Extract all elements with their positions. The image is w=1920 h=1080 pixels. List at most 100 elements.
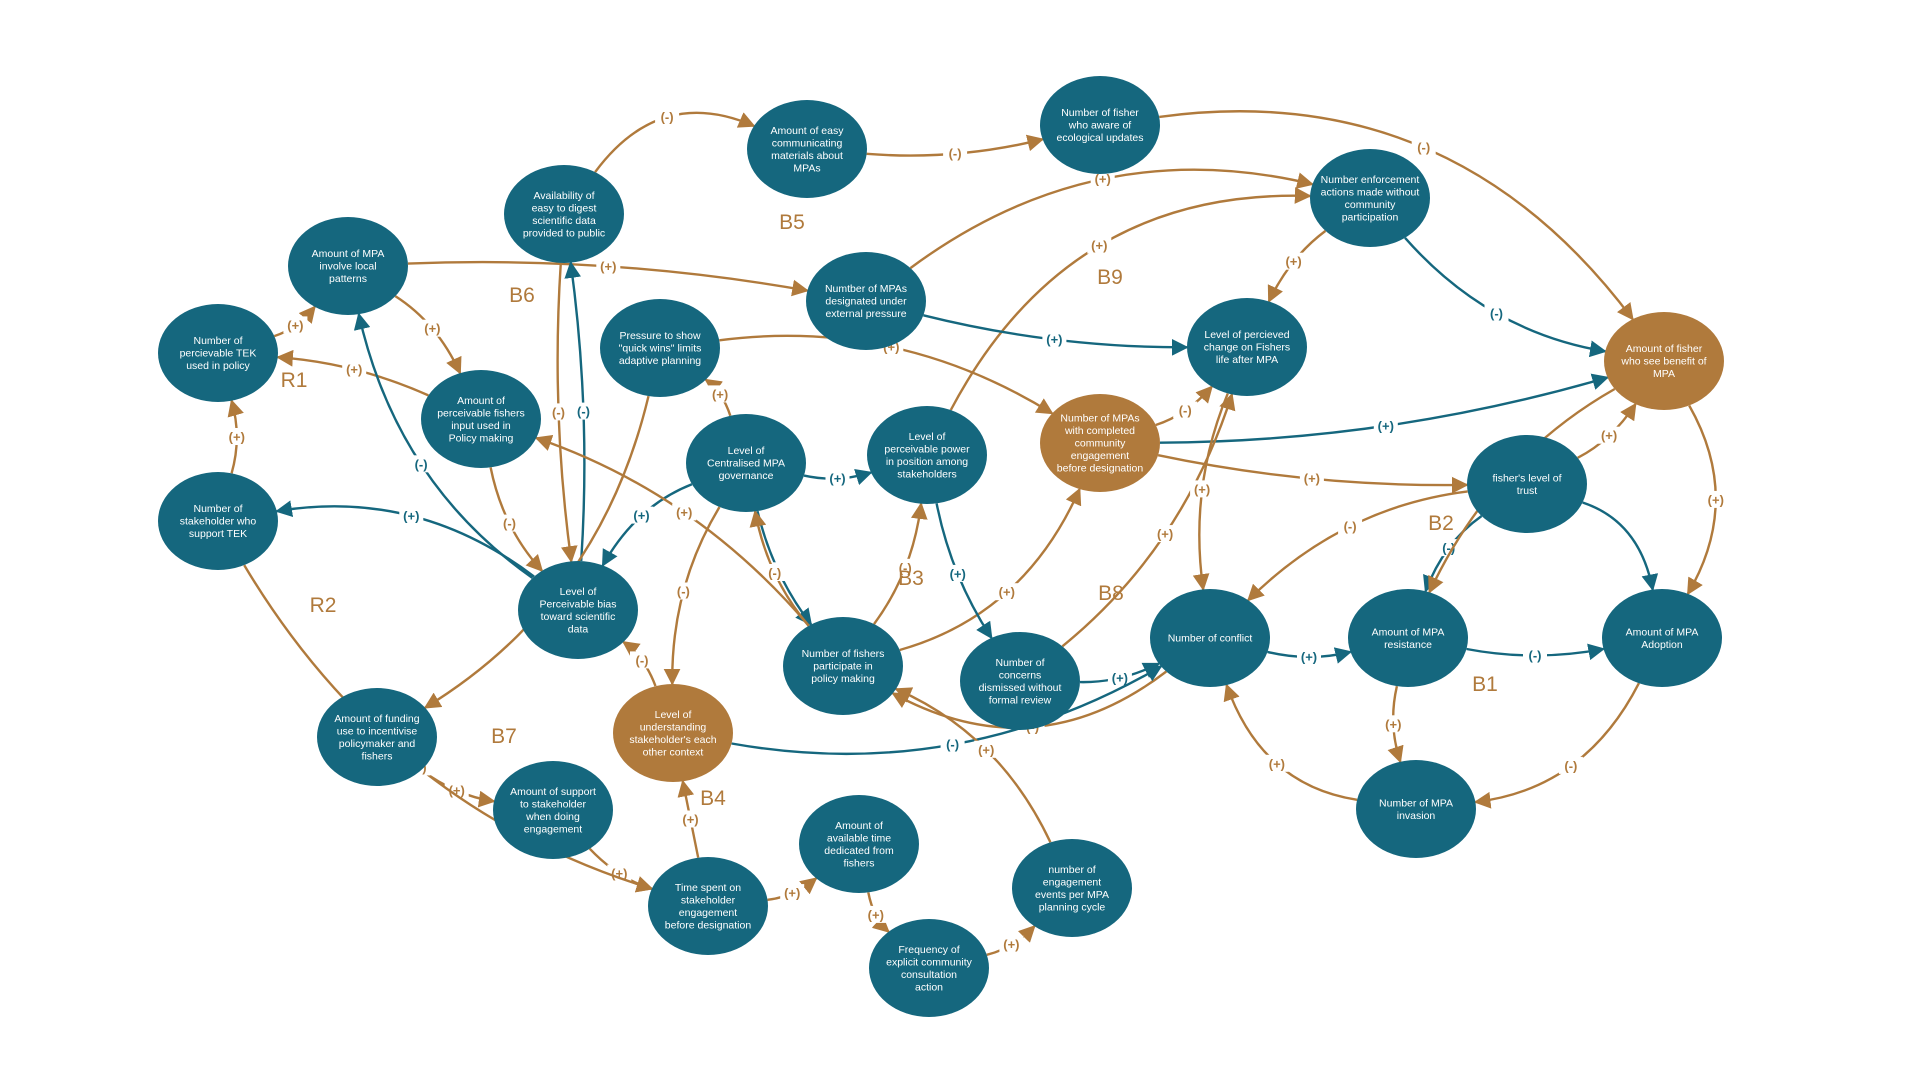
- node-ellipse: [518, 561, 638, 659]
- link-sign-bg: [1281, 252, 1306, 270]
- link-sign-bg: [1173, 401, 1198, 419]
- link-sign-label: (+): [1385, 717, 1401, 732]
- node-label-line: before designation: [1057, 463, 1144, 475]
- loop-label-b1: B1: [1472, 673, 1498, 696]
- node-ellipse: [867, 406, 987, 504]
- node-label-line: stakeholder who: [180, 516, 257, 528]
- link-participate-to-completed_engagement: [899, 487, 1082, 652]
- node-label-line: external pressure: [825, 308, 906, 320]
- node-label-line: trust: [1517, 485, 1538, 497]
- link-sign-label: (+): [424, 321, 440, 336]
- node-label-line: engagement: [524, 823, 582, 835]
- node-label-line: understanding: [640, 721, 707, 733]
- link-sign-label: (-): [661, 110, 674, 125]
- node-label-line: policymaker and: [339, 738, 416, 750]
- node-ellipse: [1040, 394, 1160, 492]
- link-sign-label: (+): [1601, 428, 1617, 443]
- loop-label-r1: R1: [281, 369, 308, 392]
- node-label-line: other context: [643, 746, 704, 758]
- link-sign-label: (+): [633, 508, 649, 523]
- node-ellipse: [783, 617, 903, 715]
- link-sign-bg: [825, 469, 850, 487]
- node-ellipse: [686, 414, 806, 512]
- link-sign-bg: [1558, 756, 1583, 774]
- node-label-line: engagement: [1043, 876, 1101, 888]
- node-label-line: Number of conflict: [1168, 633, 1253, 645]
- link-sign-label: (+): [449, 783, 465, 798]
- node-label-line: in position among: [886, 456, 968, 468]
- link-sign-bg: [708, 385, 733, 403]
- node-label-line: scientific data: [532, 215, 596, 227]
- link-sign-bg: [420, 319, 445, 337]
- link-sign-bg: [780, 884, 805, 902]
- link-trust-to-adoption: [1582, 501, 1659, 592]
- node-label-line: designated under: [825, 296, 907, 308]
- node-ellipse: [1348, 589, 1468, 687]
- link-sign-bg: [546, 403, 571, 421]
- loop-label-b8: B8: [1098, 582, 1124, 605]
- node-label-line: support TEK: [189, 528, 247, 540]
- node-label-line: available time: [827, 832, 891, 844]
- node-ellipse: [1356, 760, 1476, 858]
- link-sign-bg: [655, 108, 680, 125]
- node-label-line: dedicated from: [824, 845, 894, 857]
- link-sign-label: (-): [415, 457, 428, 472]
- link-sign-label: (+): [829, 471, 845, 486]
- link-sign-bg: [999, 935, 1024, 953]
- node-label-line: fisher's level of: [1492, 472, 1561, 484]
- node-time-engagement: Time spent onstakeholderengagementbefore…: [648, 857, 768, 955]
- link-sign-bg: [1411, 138, 1436, 156]
- node-label-line: Amount of: [457, 395, 505, 407]
- link-centralised-to-bias: [601, 483, 693, 567]
- link-sign-bg: [943, 144, 968, 162]
- node-label-line: use to incentivise: [337, 725, 418, 737]
- link-sign-label: (-): [768, 566, 781, 581]
- link-sign-label: (-): [636, 653, 649, 668]
- node-ellipse: [504, 165, 624, 263]
- link-sign-bg: [409, 455, 434, 473]
- link-sign-label: (+): [682, 812, 698, 827]
- node-label-line: Perceivable bias: [539, 598, 616, 610]
- link-sign-label: (+): [346, 362, 362, 377]
- link-sign-bg: [1523, 646, 1547, 664]
- node-label-line: Numtber of MPAs: [825, 283, 907, 295]
- link-sign-label: (+): [1708, 492, 1724, 507]
- node-label-line: ecological updates: [1057, 132, 1144, 144]
- link-sign-label: (-): [503, 516, 516, 531]
- link-sign-bg: [1297, 648, 1321, 665]
- node-ellipse: [1187, 298, 1307, 396]
- node-ellipse: [288, 217, 408, 315]
- link-sign-label: (-): [577, 404, 590, 419]
- link-sign-label: (+): [1378, 418, 1394, 433]
- node-label-line: actions made without: [1321, 186, 1420, 198]
- node-label-line: Adoption: [1641, 639, 1683, 651]
- node-label-line: materials about: [771, 150, 843, 162]
- link-sign-label: (+): [868, 907, 884, 922]
- node-label-line: Availability of: [533, 190, 594, 202]
- node-ellipse: [648, 857, 768, 955]
- link-sign-label: (-): [1417, 140, 1430, 155]
- link-sign-label: (-): [677, 584, 690, 599]
- link-sign-label: (+): [784, 886, 800, 901]
- node-label-line: Number of MPAs: [1060, 413, 1139, 425]
- node-quick-wins: Pressure to show"quick wins" limitsadapt…: [600, 299, 720, 397]
- link-sign-label: (+): [999, 585, 1015, 600]
- link-sign-bg: [1484, 304, 1509, 322]
- node-ellipse: [869, 919, 989, 1017]
- link-sign-bg: [1703, 490, 1728, 508]
- node-ellipse: [613, 684, 733, 782]
- link-sign-label: (-): [1442, 541, 1455, 556]
- link-sign-label: (+): [1112, 670, 1128, 685]
- node-label-line: Amount of easy: [771, 125, 845, 137]
- node-label-line: explicit community: [886, 956, 973, 968]
